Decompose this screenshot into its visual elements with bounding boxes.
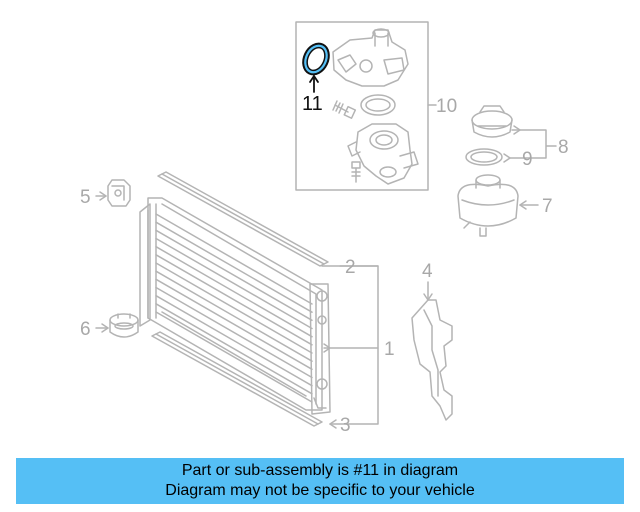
callout-2: 2 (345, 257, 356, 278)
radiator-fin (155, 303, 313, 395)
thermostat-housing-lower (347, 123, 419, 185)
part-1-radiator (139, 197, 331, 415)
part-info-banner: Part or sub-assembly is #11 in diagram D… (16, 458, 624, 504)
callout-8: 8 (558, 137, 569, 158)
part-9-seal (465, 148, 503, 166)
radiator-fin (155, 237, 313, 330)
bolt (332, 100, 357, 119)
radiator-fin (155, 229, 313, 322)
callout-4: 4 (422, 261, 433, 282)
callout-3: 3 (340, 415, 351, 436)
part-4-air-guide (411, 299, 453, 421)
radiator-fin (155, 213, 313, 305)
radiator-fin (155, 294, 313, 387)
callout-9: 9 (522, 149, 533, 170)
part-11-gasket[interactable] (298, 39, 333, 78)
part-6-rubber-mount (109, 313, 139, 338)
part-3-seal-strip (151, 331, 323, 427)
callout-5: 5 (80, 187, 91, 208)
banner-line-1: Part or sub-assembly is #11 in diagram (181, 462, 459, 479)
radiator-fin (155, 262, 313, 354)
inset-box (295, 21, 429, 191)
radiator-fin (155, 278, 313, 371)
radiator-fin (155, 254, 313, 346)
part-7-expansion-tank (457, 174, 519, 237)
callout-11: 11 (302, 93, 323, 115)
leader-8-9 (509, 129, 557, 159)
part-2-seal-strip (157, 171, 329, 267)
radiator-fin (155, 221, 313, 313)
part-8-cap (471, 105, 513, 138)
part-5-mount (107, 179, 131, 207)
callout-1: 1 (384, 339, 395, 360)
parts-diagram: 1 2 3 4 5 6 7 8 9 10 11 (80, 21, 569, 436)
o-ring-10 (360, 94, 396, 116)
radiator-fin (155, 286, 313, 379)
banner-line-2: Diagram may not be specific to your vehi… (165, 482, 475, 499)
small-bolt (351, 161, 361, 183)
radiator-fin (155, 311, 313, 403)
leader-1 (323, 343, 379, 353)
thermostat-housing-upper (332, 28, 409, 87)
callout-10: 10 (436, 96, 457, 117)
radiator-fin (155, 245, 313, 338)
radiator-fin (155, 270, 313, 362)
callout-6: 6 (80, 319, 91, 340)
callout-7: 7 (542, 196, 553, 217)
